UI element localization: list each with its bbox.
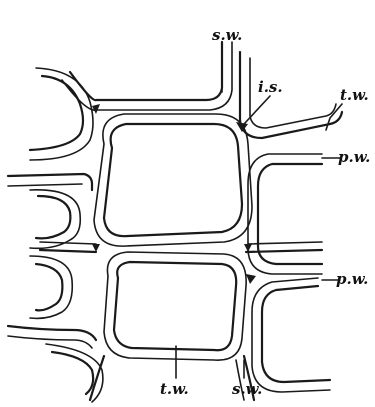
cell-top-left (62, 42, 232, 110)
label-pw-lower: p.w. (336, 270, 368, 288)
cell-left-middle (30, 190, 80, 248)
label-sw-bottom: s.w. (232, 380, 262, 398)
cell-right-lower (252, 278, 330, 392)
label-pw-upper: p.w. (338, 148, 370, 166)
label-is: i.s. (258, 78, 283, 96)
label-tw-right: t.w. (340, 86, 369, 104)
cell-left-bottom (46, 344, 103, 402)
cell-right-upper (248, 154, 322, 274)
cell-top-right (240, 52, 342, 138)
lower-cell (104, 252, 246, 360)
upper-cell (94, 114, 252, 246)
label-tw-bottom: t.w. (160, 380, 189, 398)
label-sw-top: s.w. (212, 26, 242, 44)
cell-left-lower (8, 256, 96, 348)
